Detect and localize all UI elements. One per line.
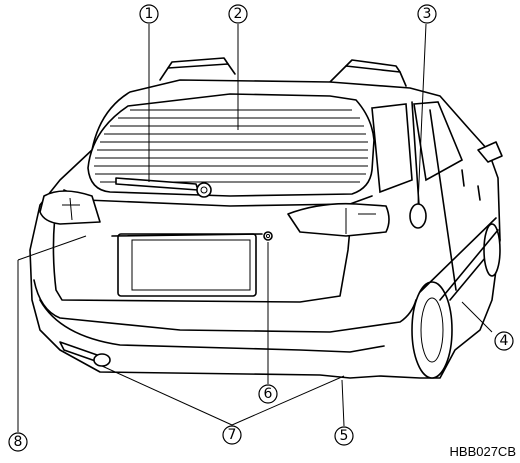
side-mirror	[477, 141, 503, 163]
car-body	[29, 79, 503, 379]
roof-rails	[159, 57, 407, 87]
callout-3: 3	[417, 4, 437, 24]
side-window-front	[413, 101, 464, 182]
figure-code: HBB027CB	[450, 444, 516, 459]
callout-5-label: 5	[340, 428, 349, 444]
rear-wiper	[115, 177, 212, 198]
rear-bumper	[33, 279, 417, 333]
rear-gate-lock	[263, 231, 273, 241]
fuel-filler-door	[409, 203, 427, 229]
left-tail-lamp	[39, 190, 101, 225]
leader-lines	[17, 23, 493, 432]
callout-1: 1	[139, 4, 159, 24]
front-wheel	[483, 223, 501, 277]
callout-1-label: 1	[145, 6, 154, 22]
callout-6: 6	[258, 384, 278, 404]
callout-4-label: 4	[500, 333, 509, 349]
callout-2: 2	[228, 4, 248, 24]
callout-6-label: 6	[264, 386, 273, 402]
callout-5: 5	[334, 426, 354, 446]
license-plate	[117, 233, 257, 297]
callout-4: 4	[494, 331, 514, 351]
side-window-rear	[371, 103, 413, 194]
defroster-lines	[94, 109, 368, 183]
callout-8-label: 8	[14, 434, 23, 450]
rear-wheel	[411, 281, 453, 379]
callout-7-label: 7	[228, 427, 237, 443]
right-tail-lamp	[287, 202, 390, 237]
callout-2-label: 2	[234, 6, 243, 22]
callout-7: 7	[222, 425, 242, 445]
rear-window	[87, 93, 375, 197]
callout-3-label: 3	[423, 6, 432, 22]
callout-8: 8	[8, 432, 28, 452]
